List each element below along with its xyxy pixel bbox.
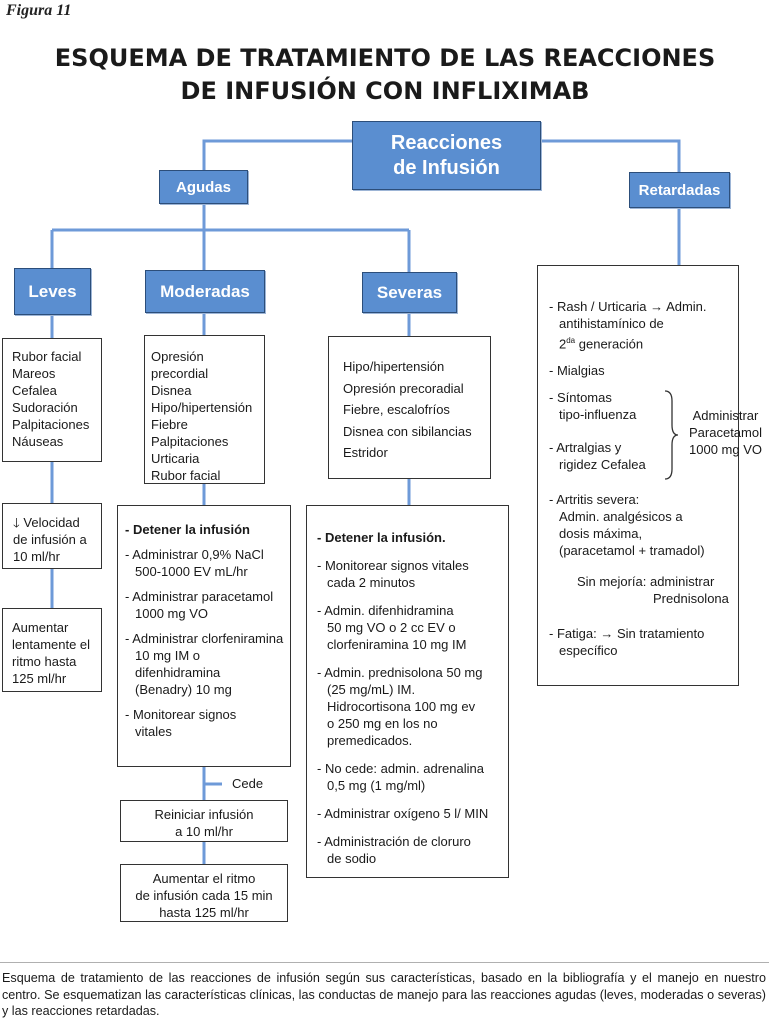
- leves-symptom: Sudoración: [12, 400, 78, 415]
- severas-symptom: Disnea con sibilancias: [343, 423, 472, 439]
- ret-brace-text: Administrar Paracetamol 1000 mg VO: [689, 408, 762, 458]
- severas-symptom: Hipo/hipertensión: [343, 359, 445, 374]
- aumentar-line: Aumentar el ritmo: [152, 871, 256, 886]
- down-arrow-icon: 🡓: [13, 515, 20, 530]
- connector-root-agudas: [202, 139, 352, 170]
- severas-symptom: Opresión precoradial: [343, 380, 464, 396]
- aumentar-line: de infusión cada 15 min: [135, 888, 273, 903]
- severas-symptoms-box: Hipo/hipertensión Opresión precoradial F…: [328, 336, 491, 479]
- ret-artralgias: - Artralgias y rigidez Cefalea: [549, 440, 646, 473]
- ret-fatiga: - Fatiga: → Sin tratamiento específico: [549, 626, 705, 659]
- figure-label: Figura 11: [6, 2, 72, 19]
- leves-node: Leves: [14, 268, 91, 315]
- severas-step: - Administración de cloruro de sodio: [317, 834, 471, 866]
- leves-symptoms-box: Rubor facial Mareos Cefalea Sudoración P…: [2, 338, 102, 462]
- moderadas-step: - Monitorear signos vitales: [125, 707, 237, 739]
- leves-step2-line: lentamente el: [12, 637, 91, 652]
- moderadas-symptom: Opresión precordial: [151, 349, 209, 381]
- right-arrow-icon: →: [650, 299, 664, 314]
- leves-symptom: Palpitaciones: [12, 417, 90, 432]
- retardadas-box: - Rash / Urticaria → Admin. antihistamín…: [537, 265, 762, 686]
- title-line-1: ESQUEMA DE TRATAMIENTO DE LAS REACCIONES: [54, 44, 716, 72]
- ret-artritis: - Artritis severa: Admin. analgésicos a …: [549, 492, 705, 559]
- severas-steps-box: - Detener la infusión. - Monitorear sign…: [306, 505, 509, 878]
- ret-paracetamol-group: - Síntomas tipo-influenza - Artralgias y…: [549, 389, 762, 481]
- ret-rash: - Rash / Urticaria → Admin. antihistamín…: [549, 299, 707, 352]
- severas-node: Severas: [362, 272, 457, 313]
- aumentar-line: hasta 125 ml/hr: [159, 905, 249, 920]
- cede-label: Cede: [232, 776, 264, 791]
- severas-step: - Admin. prednisolona 50 mg (25 mg/mL) I…: [317, 665, 483, 748]
- moderadas-steps-box: - Detener la infusión - Administrar 0,9%…: [117, 505, 291, 767]
- root-line-1: Reacciones: [390, 131, 503, 154]
- title-line-2: DE INFUSIÓN CON INFLIXIMAB: [180, 77, 590, 105]
- moderadas-symptom: Fiebre: [151, 417, 188, 432]
- moderadas-step: - Detener la infusión: [125, 522, 250, 537]
- moderadas-symptom: Rubor facial: [151, 468, 221, 483]
- moderadas-step: - Administrar clorfeniramina 10 mg IM o …: [125, 631, 284, 697]
- reiniciar-box: Reiniciar infusión a 10 ml/hr: [120, 800, 288, 842]
- root-node: Reacciones de Infusión: [352, 121, 541, 190]
- moderadas-symptom: Urticaria: [151, 451, 200, 466]
- agudas-node: Agudas: [159, 170, 248, 204]
- leves-symptom: Náuseas: [12, 434, 64, 449]
- moderadas-symptoms-box: Opresión precordial Disnea Hipo/hiperten…: [144, 335, 265, 484]
- severas-symptom: Fiebre, escalofríos: [343, 402, 450, 417]
- caption-divider: [0, 962, 769, 963]
- diagram-title: ESQUEMA DE TRATAMIENTO DE LAS REACCIONES…: [30, 42, 740, 108]
- severas-step: - Admin. difenhidramina 50 mg VO o 2 cc …: [317, 603, 467, 652]
- moderadas-symptom: Hipo/hipertensión: [151, 400, 253, 415]
- leves-step-velocidad: 🡓 Velocidad de infusión a 10 ml/hr: [2, 503, 102, 569]
- moderadas-symptom: Palpitaciones: [151, 434, 229, 449]
- ret-sintomas: - Síntomas tipo-influenza: [549, 390, 637, 423]
- aumentar-box: Aumentar el ritmo de infusión cada 15 mi…: [120, 864, 288, 922]
- reiniciar-line: a 10 ml/hr: [175, 824, 233, 839]
- ret-sin-mejoria: Sin mejoría: administrar Prednisolona: [577, 574, 729, 607]
- leves-symptom: Mareos: [12, 366, 56, 381]
- leves-symptom-list: Rubor facial Mareos Cefalea Sudoración P…: [12, 348, 101, 450]
- right-brace-icon: [664, 390, 679, 480]
- leves-step2-line: Aumentar: [12, 620, 69, 635]
- moderadas-step: - Administrar 0,9% NaCl 500-1000 EV mL/h…: [125, 547, 264, 579]
- severas-step: - Monitorear signos vitales cada 2 minut…: [317, 558, 469, 590]
- leves-step1-line: 10 ml/hr: [13, 549, 60, 564]
- right-arrow-icon: →: [600, 626, 614, 642]
- moderadas-step: - Administrar paracetamol 1000 mg VO: [125, 589, 274, 621]
- leves-step-aumentar: Aumentar lentamente el ritmo hasta 125 m…: [2, 608, 102, 692]
- leves-step1-line: Velocidad: [23, 515, 80, 530]
- retardadas-node: Retardadas: [629, 172, 730, 208]
- severas-symptom-list: Hipo/hipertensión Opresión precoradial F…: [343, 356, 490, 464]
- leves-step2-line: 125 ml/hr: [12, 671, 67, 686]
- leves-symptom: Cefalea: [12, 383, 57, 398]
- severas-step: - Detener la infusión.: [317, 530, 446, 545]
- root-line-2: de Infusión: [393, 156, 500, 179]
- reiniciar-line: Reiniciar infusión: [154, 807, 254, 822]
- severas-symptom: Estridor: [343, 445, 388, 460]
- moderadas-node: Moderadas: [145, 270, 265, 313]
- ret-mialgias: - Mialgias: [549, 363, 605, 379]
- severas-step: - No cede: admin. adrenalina 0,5 mg (1 m…: [317, 761, 484, 793]
- severas-step: - Administrar oxígeno 5 l/ MIN: [317, 806, 489, 821]
- figure-caption: Esquema de tratamiento de las reacciones…: [2, 971, 766, 1018]
- moderadas-symptom-list: Opresión precordial Disnea Hipo/hiperten…: [151, 348, 264, 484]
- leves-symptom: Rubor facial: [12, 349, 82, 364]
- connector-root-retardadas: [541, 139, 681, 172]
- moderadas-symptom: Disnea: [151, 383, 192, 398]
- leves-step1-line: de infusión a: [13, 532, 87, 547]
- leves-step2-line: ritmo hasta: [12, 654, 77, 669]
